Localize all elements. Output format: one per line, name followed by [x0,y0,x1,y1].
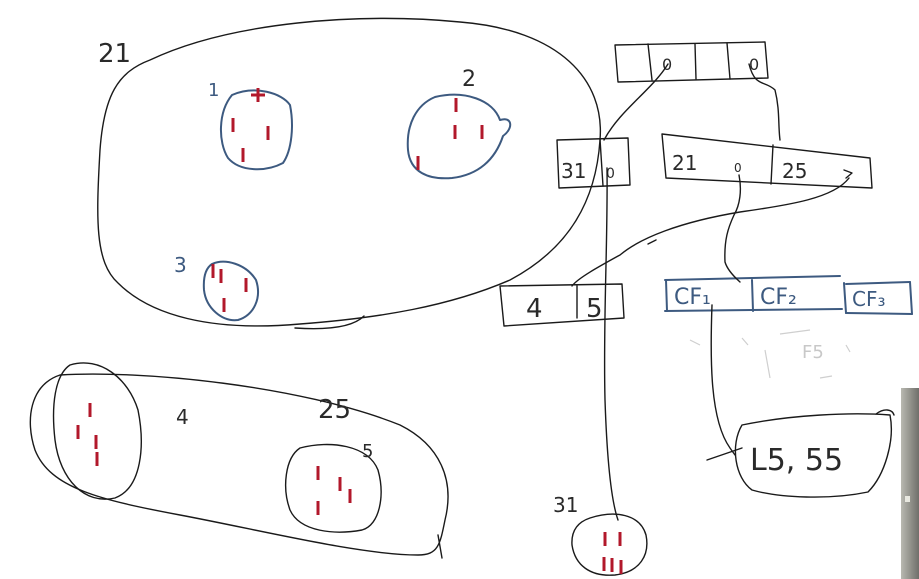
window-edge-notch [905,496,910,502]
tree-connectors [571,63,853,521]
cluster-1-label: 1 [208,80,219,101]
cluster-5-points [316,466,352,515]
cluster-3-label: 3 [174,253,187,277]
node-21-25: 21 0 25 [661,133,873,189]
cluster-3-outline [202,260,259,322]
region-25-tail [437,534,443,559]
cluster-31-label: 31 [553,493,578,517]
cluster-2-label: 2 [462,67,476,92]
faded-note: F5 [802,342,824,363]
region-21-outline [97,17,602,327]
leaf-5-label: 5 [586,294,603,324]
region-25-label: 25 [318,395,351,425]
cluster-31-points [602,532,623,574]
root-ptr-right: 0 [749,55,759,74]
cf2-label: CF₂ [760,285,797,310]
leaf-node-l5-55: L5, 55 [734,409,895,498]
node-21-id: 21 [672,151,697,175]
cluster-5-label: 5 [362,441,373,462]
cluster-4-points [76,403,99,466]
window-edge-strip [901,388,919,579]
cluster-4-label: 4 [176,405,189,429]
node-21-ptr: 0 [734,161,742,175]
node-31-id: 31 [561,159,586,183]
leaf-4-label: 4 [526,294,543,324]
leaf-node-4-5: 4 5 [499,283,625,327]
node-25-id: 25 [782,159,807,183]
cf3-label: CF₃ [852,287,886,311]
cluster-4-outline [52,362,142,500]
leaf-l5-55-text: L5, 55 [750,443,843,478]
cf1-label: CF₁ [674,285,711,310]
cf-row: CF₁ CF₂ CF₃ [664,275,913,315]
cluster-5-outline [285,443,382,533]
cluster-2-points [416,98,484,170]
region-21-label: 21 [98,39,131,69]
node-31-ptr: 0 [606,166,615,182]
cluster-3-points [211,264,248,312]
cluster-1-points [231,88,270,162]
faded-scribble [689,329,851,379]
region-25-outline [29,373,449,556]
cluster-1-outline [219,89,293,171]
cluster-2-outline [406,93,512,180]
root-node: 0 0 [614,41,769,83]
region-21-lip [294,315,365,330]
cluster-31-outline [571,513,648,576]
